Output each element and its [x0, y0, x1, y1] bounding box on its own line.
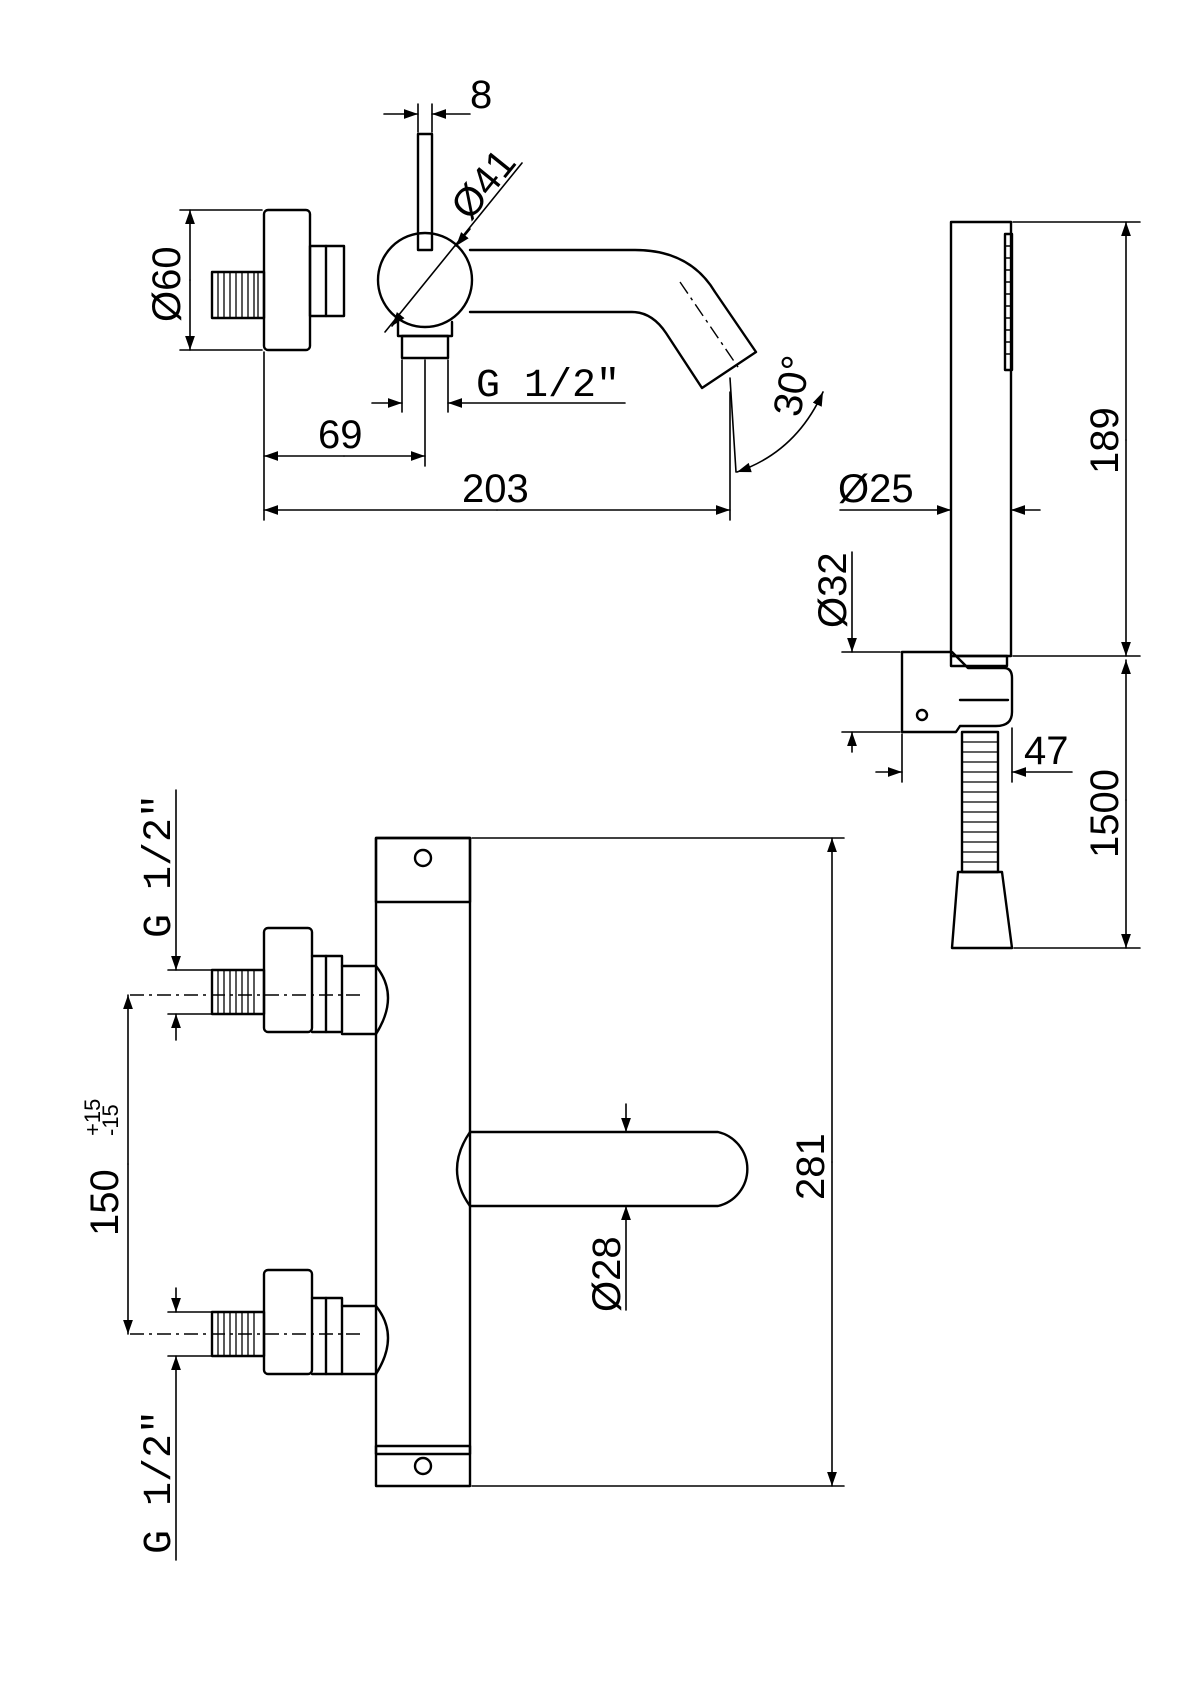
inlet-thread-bottom-label: G 1/2"	[138, 1410, 183, 1554]
side-view-mixer: 8 Ø41 Ø60 G 1/2" 30° 69 203	[145, 73, 824, 521]
spout-length-label: 203	[462, 467, 529, 511]
hand-shower-set: Ø25 189 Ø32 47 1500	[811, 220, 1141, 950]
inlet-spacing-tolerance-minus: -15	[98, 1104, 123, 1136]
inlet-spacing-label: 150	[83, 1169, 127, 1236]
spout-angle-label: 30°	[766, 352, 820, 419]
body-diameter-label: Ø41	[443, 141, 525, 227]
hose-coils	[962, 741, 998, 863]
spout-diameter-label: Ø28	[585, 1236, 629, 1312]
inlet-thread-top-label: G 1/2"	[138, 794, 183, 938]
hose-length-label: 1500	[1083, 769, 1127, 858]
inlet-thread-lines	[217, 272, 259, 318]
lever-width-label: 8	[470, 73, 492, 117]
upper-inlet-thread	[217, 970, 255, 1014]
wall-flange-diameter-label: Ø60	[145, 246, 189, 322]
body-height-label: 281	[789, 1133, 833, 1200]
hand-shower-length-label: 189	[1083, 407, 1127, 474]
holder-depth-label: 47	[1024, 729, 1069, 773]
inlet-spacing-tolerance-plus: +15	[80, 1099, 105, 1136]
hand-shower-diameter-label: Ø25	[838, 467, 914, 511]
outlet-thread-label: G 1/2"	[476, 364, 620, 409]
outlet-offset-label: 69	[318, 413, 363, 457]
holder-diameter-label: Ø32	[811, 552, 855, 628]
front-view-mixer: G 1/2" 150 +15 -15 G 1/2" 281 Ø28	[80, 789, 845, 1561]
shower-nozzles	[1003, 232, 1014, 372]
